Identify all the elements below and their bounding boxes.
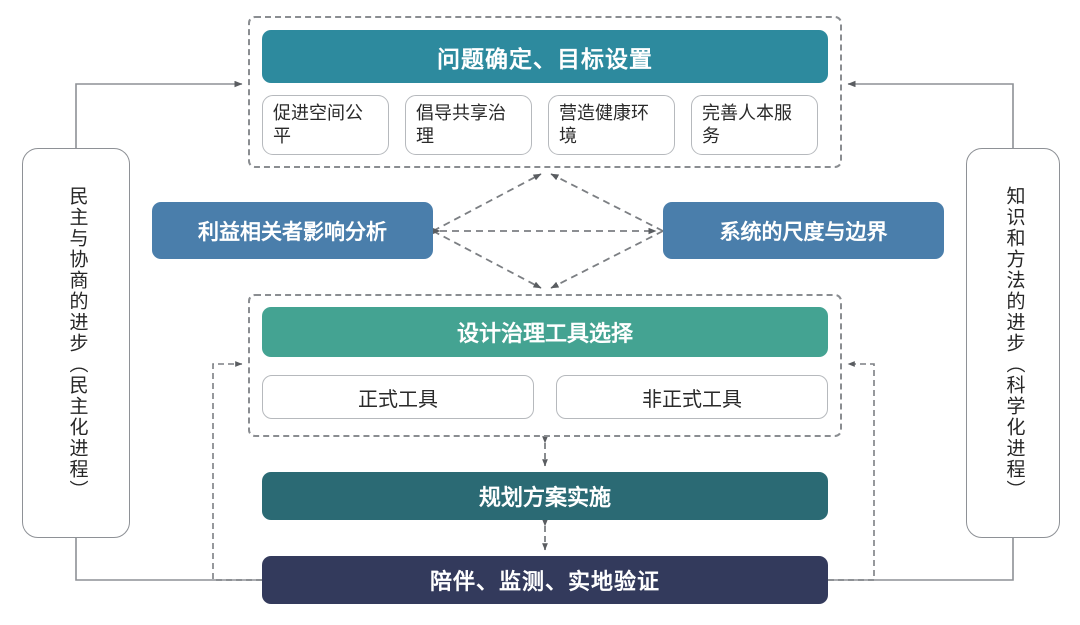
- goal-item-label: 倡导共享治理: [416, 102, 506, 146]
- governance-tools-header[interactable]: 设计治理工具选择: [262, 307, 828, 357]
- tool-formal[interactable]: 正式工具: [262, 375, 534, 419]
- system-scale-boundary-box[interactable]: 系统的尺度与边界: [663, 202, 944, 259]
- goal-item-label: 营造健康环境: [559, 102, 649, 146]
- goal-item-label: 完善人本服务: [702, 102, 792, 146]
- goal-item-label: 促进空间公平: [273, 102, 363, 146]
- governance-tools-group: [248, 294, 842, 437]
- goal-setting-group: [248, 16, 842, 168]
- pillar-scientification[interactable]: 知识和方法的进步（科学化进程）: [966, 148, 1060, 538]
- tool-informal[interactable]: 非正式工具: [556, 375, 828, 419]
- goal-item-spatial-equity[interactable]: 促进空间公平: [262, 95, 389, 155]
- goal-item-shared-governance[interactable]: 倡导共享治理: [405, 95, 532, 155]
- wire-right-pillar-to-verify: [828, 538, 1014, 581]
- pillar-democratization[interactable]: 民主与协商的进步（民主化进程）: [22, 148, 130, 538]
- goal-item-human-services[interactable]: 完善人本服务: [691, 95, 818, 155]
- wire-diamond: [432, 173, 664, 289]
- monitoring-verification-bar[interactable]: 陪伴、监测、实地验证: [262, 556, 828, 604]
- wire-left-pillar-to-top: [75, 80, 243, 148]
- goal-item-healthy-environment[interactable]: 营造健康环境: [548, 95, 675, 155]
- wire-right-pillar-to-top: [847, 80, 1014, 148]
- wire-left-pillar-to-verify: [75, 538, 262, 581]
- plan-implementation-bar[interactable]: 规划方案实施: [262, 472, 828, 520]
- stakeholder-impact-analysis-box[interactable]: 利益相关者影响分析: [152, 202, 433, 259]
- goal-setting-header[interactable]: 问题确定、目标设置: [262, 30, 828, 83]
